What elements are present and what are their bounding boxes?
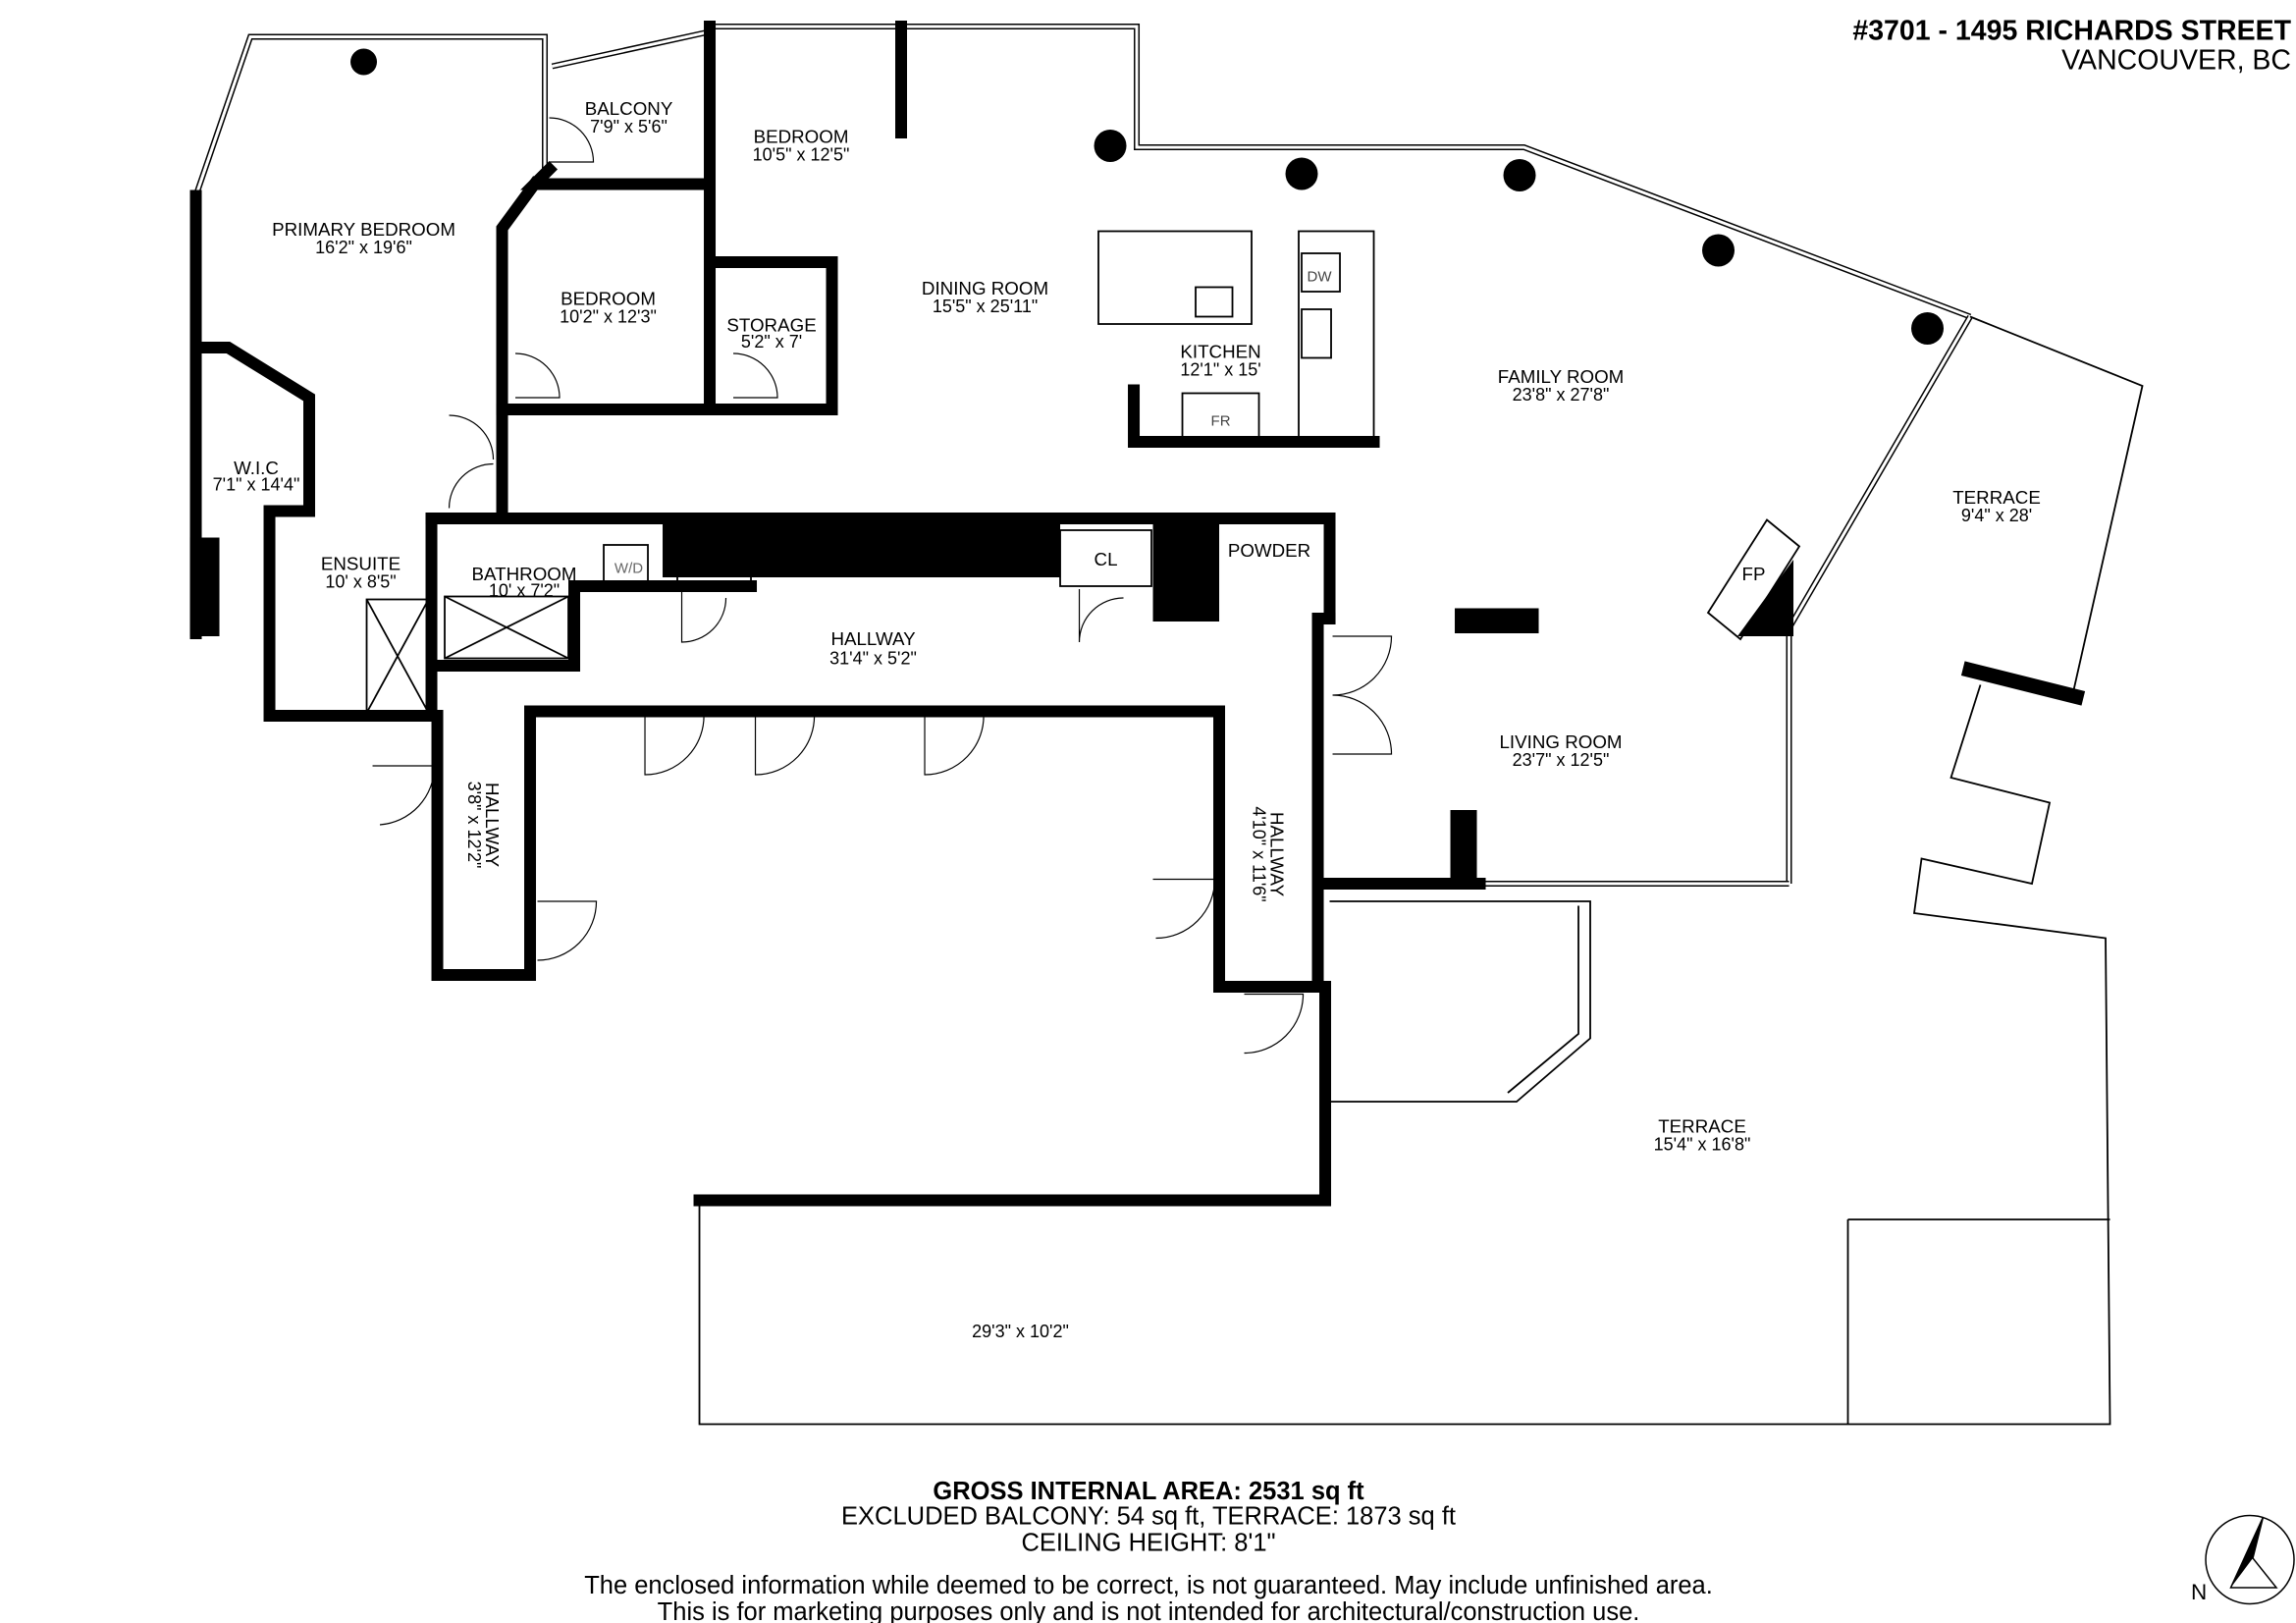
svg-text:15'4" x 16'8": 15'4" x 16'8": [1654, 1135, 1751, 1155]
gross-area: GROSS INTERNAL AREA: 2531 sq ft: [933, 1478, 1364, 1505]
doors: [372, 117, 1393, 1055]
svg-text:7'1" x 14'4": 7'1" x 14'4": [213, 475, 300, 495]
excluded-area: EXCLUDED BALCONY: 54 sq ft, TERRACE: 187…: [841, 1503, 1456, 1531]
svg-text:9'4" x 28': 9'4" x 28': [1961, 506, 2032, 525]
room-dining: DINING ROOM: [922, 278, 1048, 298]
disclaimer-line-1: The enclosed information while deemed to…: [584, 1572, 1713, 1599]
svg-text:23'8" x 27'8": 23'8" x 27'8": [1513, 385, 1610, 405]
room-bathroom: BATHROOM: [472, 564, 577, 584]
walls: [189, 21, 2086, 1207]
room-hallway-east: HALLWAY: [1267, 812, 1288, 897]
room-primary-bedroom: PRIMARY BEDROOM: [272, 219, 455, 240]
room-hallway-west: HALLWAY: [482, 783, 503, 868]
fireplace-label: FP: [1742, 564, 1766, 584]
svg-text:23'7" x 12'5": 23'7" x 12'5": [1513, 750, 1610, 770]
compass-label: N: [2191, 1580, 2207, 1604]
address-city: VANCOUVER, BC: [2061, 45, 2291, 77]
address-title: #3701 - 1495 RICHARDS STREET: [1852, 16, 2291, 47]
room-family: FAMILY ROOM: [1498, 366, 1625, 387]
bath-fixtures: [365, 518, 1801, 714]
kitchen-fixtures: [1097, 230, 1375, 443]
svg-text:10'2" x 12'3": 10'2" x 12'3": [560, 307, 657, 327]
svg-text:4'10" x 11'6": 4'10" x 11'6": [1250, 806, 1269, 901]
room-labels: PRIMARY BEDROOM 16'2" x 19'6" BALCONY 7'…: [213, 98, 2041, 1341]
disclaimer-line-2: This is for marketing purposes only and …: [658, 1598, 1640, 1623]
svg-text:7'9" x 5'6": 7'9" x 5'6": [590, 117, 667, 136]
terrace-outlines: [698, 315, 2144, 1426]
room-terrace-east: TERRACE: [1952, 487, 2041, 508]
svg-text:10'5" x 12'5": 10'5" x 12'5": [753, 145, 850, 165]
washer-dryer-label: W/D: [614, 561, 643, 577]
closet-label: CL: [700, 548, 723, 568]
svg-text:3'8" x 12'2": 3'8" x 12'2": [464, 782, 484, 869]
room-ensuite: ENSUITE: [321, 554, 400, 574]
room-wic: W.I.C: [234, 458, 279, 478]
ceiling-height: CEILING HEIGHT: 8'1": [1021, 1530, 1275, 1557]
svg-text:31'4" x 5'2": 31'4" x 5'2": [829, 649, 917, 669]
room-terrace-south: TERRACE: [1658, 1116, 1746, 1137]
room-kitchen: KITCHEN: [1180, 342, 1260, 362]
svg-text:16'2" x 19'6": 16'2" x 19'6": [315, 238, 412, 257]
room-bedroom-2: BEDROOM: [561, 289, 656, 309]
closet-label-2: CL: [1095, 549, 1118, 569]
svg-text:15'5" x 25'11": 15'5" x 25'11": [933, 297, 1038, 316]
room-storage: STORAGE: [726, 315, 816, 336]
windows: [192, 24, 1973, 887]
room-bedroom: BEDROOM: [754, 127, 849, 147]
room-hallway-main: HALLWAY: [830, 628, 916, 649]
room-balcony: BALCONY: [585, 98, 673, 119]
fridge-label: FR: [1211, 413, 1231, 430]
svg-text:10' x 7'2": 10' x 7'2": [489, 581, 560, 601]
svg-text:12'1" x 15': 12'1" x 15': [1180, 360, 1260, 380]
svg-text:10' x 8'5": 10' x 8'5": [325, 572, 396, 592]
room-terrace-large: 29'3" x 10'2": [972, 1322, 1069, 1341]
north-arrow-icon: N: [2191, 1514, 2295, 1605]
room-powder: POWDER: [1228, 540, 1310, 561]
dishwasher-label: DW: [1308, 269, 1333, 286]
room-living: LIVING ROOM: [1500, 731, 1623, 752]
columns: [350, 48, 1945, 345]
svg-text:5'2" x 7': 5'2" x 7': [741, 332, 802, 352]
